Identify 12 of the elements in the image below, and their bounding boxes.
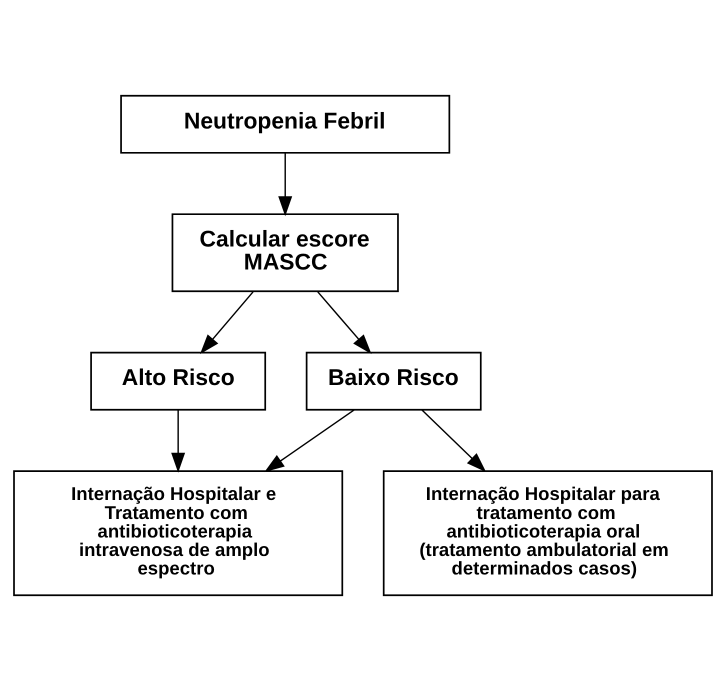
- arrow: [317, 290, 372, 354]
- node-box: Alto Risco: [90, 351, 266, 410]
- node-box: Calcular escore MASCC: [172, 212, 399, 292]
- node-box: Baixo Risco: [306, 351, 482, 410]
- node-box: Neutropenia Febril: [120, 94, 450, 154]
- node-box: Internação Hospitalar para tratamento com antibioticoterapia oral (tratamento ambulatorial em determinados casos): [382, 470, 713, 596]
- arrow: [421, 408, 486, 472]
- arrow: [278, 152, 292, 216]
- arrow: [171, 409, 186, 472]
- arrow: [264, 408, 355, 472]
- node-box: Internação Hospitalar e Tratamento com antibioticoterapia intravenosa de amplo espectro: [13, 470, 344, 596]
- arrow: [200, 290, 254, 354]
